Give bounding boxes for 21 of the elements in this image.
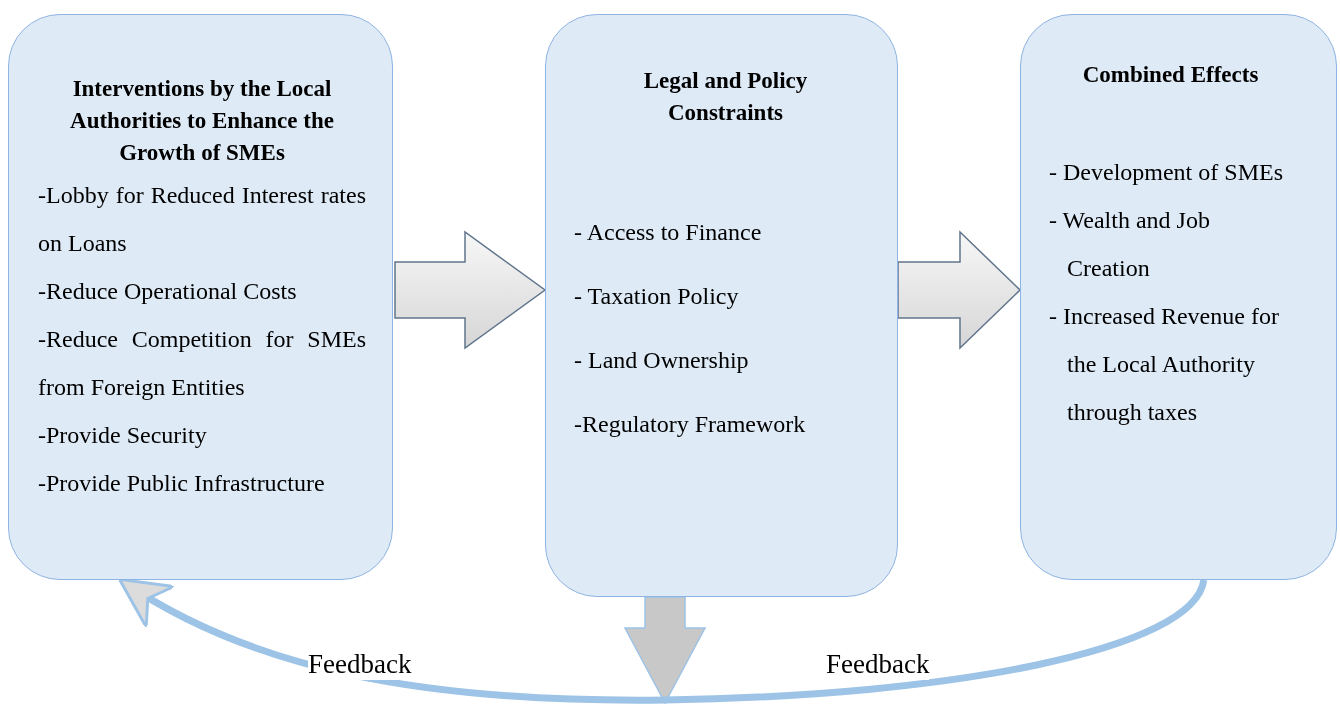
block-arrow — [897, 230, 1022, 350]
rounded-box — [8, 14, 393, 580]
list-item: -Reduce Competition for SMEs from Foreign Entities — [38, 325, 366, 402]
list-item: - Increased Revenue for the Local Authority through taxes — [1049, 302, 1280, 427]
box-heading: Combined Effects — [1081, 61, 1260, 89]
block-arrow — [623, 596, 707, 705]
list-item: -Provide Public Infrastructure — [38, 469, 326, 498]
list-item: -Regulatory Framework — [574, 410, 807, 439]
list-item: - Land Ownership — [574, 346, 750, 375]
list-item: - Access to Finance — [574, 218, 763, 247]
rounded-box — [545, 14, 898, 597]
box-heading: Interventions by the Local Authorities to Enhance the Growth of SMEs — [69, 75, 335, 167]
rounded-box — [1020, 14, 1337, 580]
list-item: -Provide Security — [38, 421, 208, 450]
list-item: -Reduce Operational Costs — [38, 277, 298, 306]
list-item: - Development of SMEs — [1049, 158, 1284, 187]
list-item: -Lobby for Reduced Interest rates on Loans — [38, 181, 366, 258]
box-heading: Legal and Policy Constraints — [642, 67, 809, 127]
list-item: - Taxation Policy — [574, 282, 740, 311]
block-arrow — [394, 230, 547, 350]
list-item: - Wealth and Job Creation — [1049, 206, 1211, 283]
